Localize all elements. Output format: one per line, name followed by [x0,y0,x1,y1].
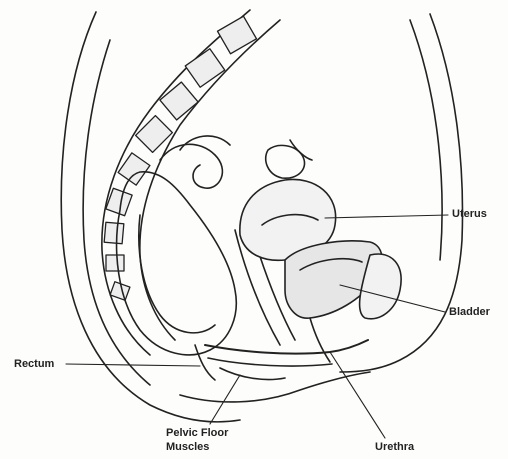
label-urethra: Urethra [375,441,414,454]
label-uterus: Uterus [452,208,487,221]
label-pelvic-floor-muscles: Pelvic Floor Muscles [166,426,228,454]
urethra-tube [310,318,330,362]
abdominal-wall [340,14,463,372]
vertebrae [104,16,256,300]
anal-canal [195,345,215,380]
label-rectum: Rectum [14,358,54,371]
perineum [180,372,370,402]
spine-outer [102,10,250,355]
label-pelvic-floor-line1: Pelvic Floor [166,426,228,440]
abdominal-wall-inner [410,20,442,260]
pelvic-floor-band [205,340,368,354]
rectum-outline [117,172,237,355]
label-pelvic-floor-line2: Muscles [166,440,228,454]
label-bladder: Bladder [449,306,490,319]
